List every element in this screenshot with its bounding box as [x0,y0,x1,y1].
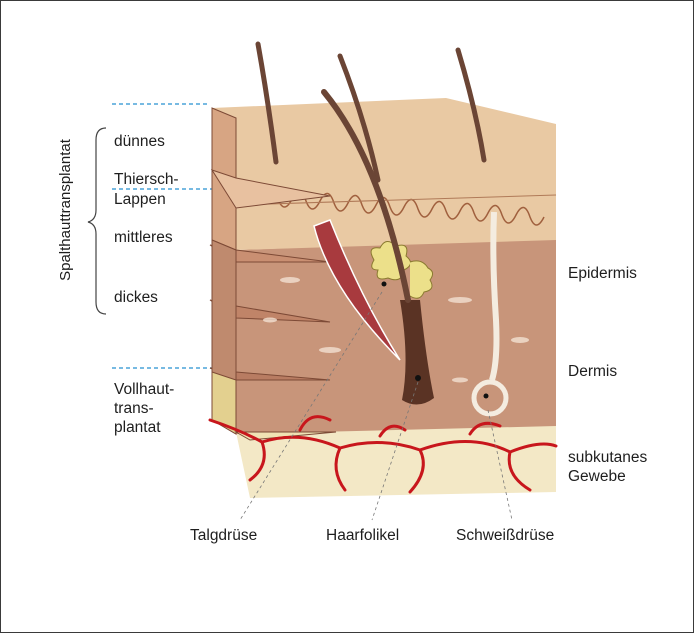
split-graft-label: Spalthauttransplantat [57,125,77,295]
sebaceous-gland-label: Talgdrüse [190,526,257,545]
hair-follicle-label: Haarfolikel [326,526,399,545]
thin-graft-label: dünnes [114,132,165,151]
subcutis-label-line2: Gewebe [568,467,626,486]
thiersch-label-line1: Thiersch- [114,170,179,189]
medium-graft-label: mittleres [114,228,173,247]
sweat-gland-label: Schweißdrüse [456,526,554,545]
full-graft-label-line2: trans- [114,399,154,418]
dermis-label: Dermis [568,362,617,381]
thick-graft-label: dickes [114,288,158,307]
epidermis-label: Epidermis [568,264,637,283]
split-graft-bracket [88,128,106,314]
full-graft-label-line1: Vollhaut- [114,380,174,399]
epidermis-top [212,98,556,250]
thiersch-label-line2: Lappen [114,190,166,209]
full-graft-label-line3: plantat [114,418,161,437]
subcutis-label-line1: subkutanes [568,448,647,467]
